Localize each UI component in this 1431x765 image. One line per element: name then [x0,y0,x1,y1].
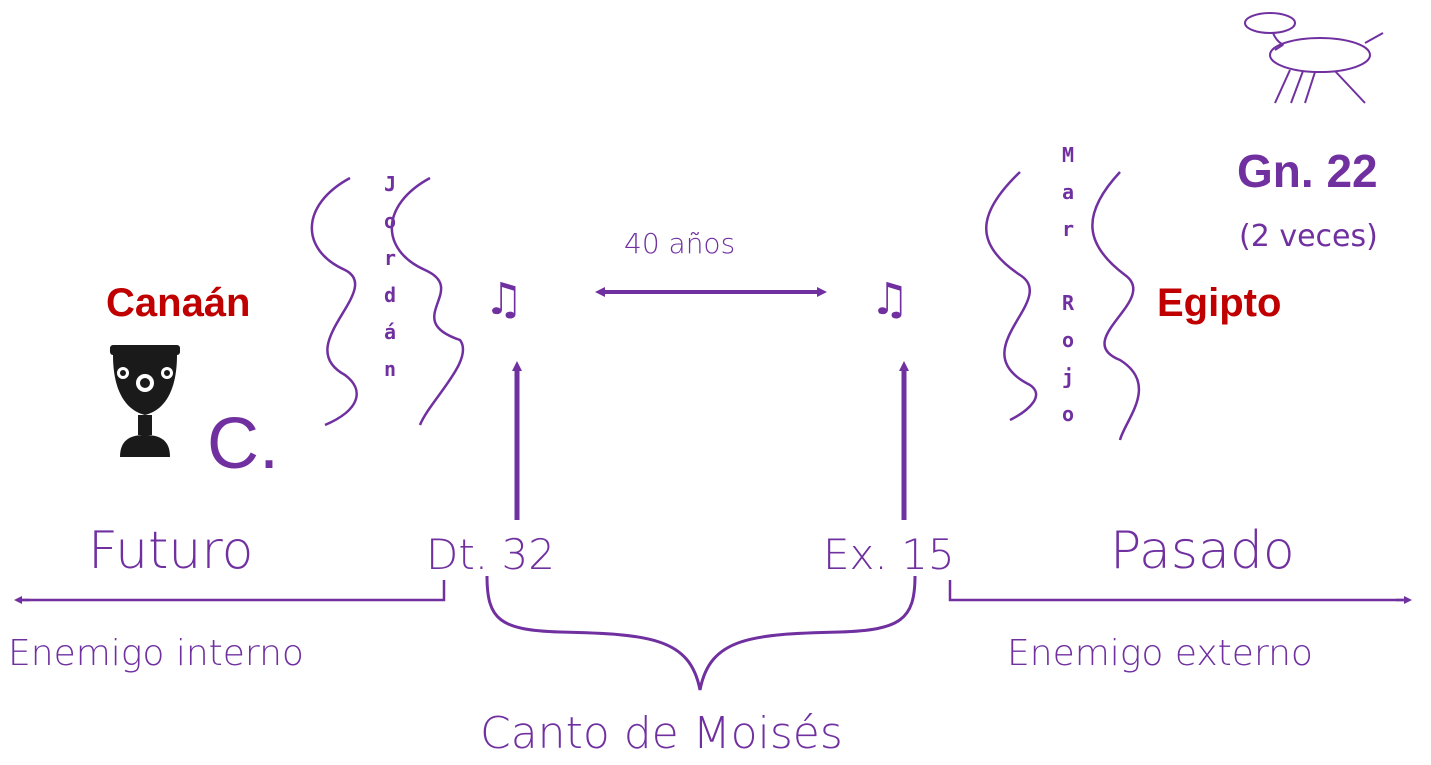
dt32-label: Dt. 32 [426,530,555,579]
enemigo-interno-label: Enemigo interno [8,633,304,674]
egipto-label: Egipto [1157,281,1282,325]
marrojo-letter: r [1062,217,1075,241]
c-mark: C. [207,404,279,484]
chalice-icon [110,345,180,457]
ram-icon [1244,12,1384,104]
ex15-label: Ex. 15 [823,530,955,579]
canto-brace [485,575,917,691]
marrojo-letter: o [1062,328,1075,352]
mar-rojo-label: M a r R o j o [1062,137,1074,433]
gn22-note: (2 veces) [1239,219,1378,254]
jordan-label: J o r d á n [384,166,396,388]
marrojo-letter: j [1062,365,1075,389]
jordan-letter: o [384,209,397,233]
marrojo-letter: o [1062,402,1075,426]
jordan-letter: á [384,320,397,344]
jordan-letter: J [384,172,397,196]
canto-label: Canto de Moisés [480,708,843,759]
jordan-letter: r [384,246,397,270]
jordan-wave-left [310,176,358,427]
jordan-wave-right [390,176,465,426]
canaan-label: Canaán [106,281,251,325]
marrojo-letter: R [1062,291,1075,315]
music-note-icon: ♫ [484,274,524,325]
enemigo-externo-label: Enemigo externo [1007,633,1313,674]
pasado-timeline [948,580,1408,602]
forty-years-label: 40 años [624,227,736,260]
gn22-label: Gn. 22 [1237,145,1378,197]
marrojo-letter: a [1062,180,1075,204]
futuro-label: Futuro [88,521,254,581]
pasado-label: Pasado [1110,521,1295,581]
jordan-letter: n [384,357,397,381]
marrojo-wave-right [1091,171,1141,441]
marrojo-wave-left [985,171,1038,422]
jordan-letter: d [384,283,397,307]
futuro-timeline [18,580,446,602]
marrojo-letter: M [1062,143,1075,167]
music-note-icon: ♫ [870,274,910,325]
